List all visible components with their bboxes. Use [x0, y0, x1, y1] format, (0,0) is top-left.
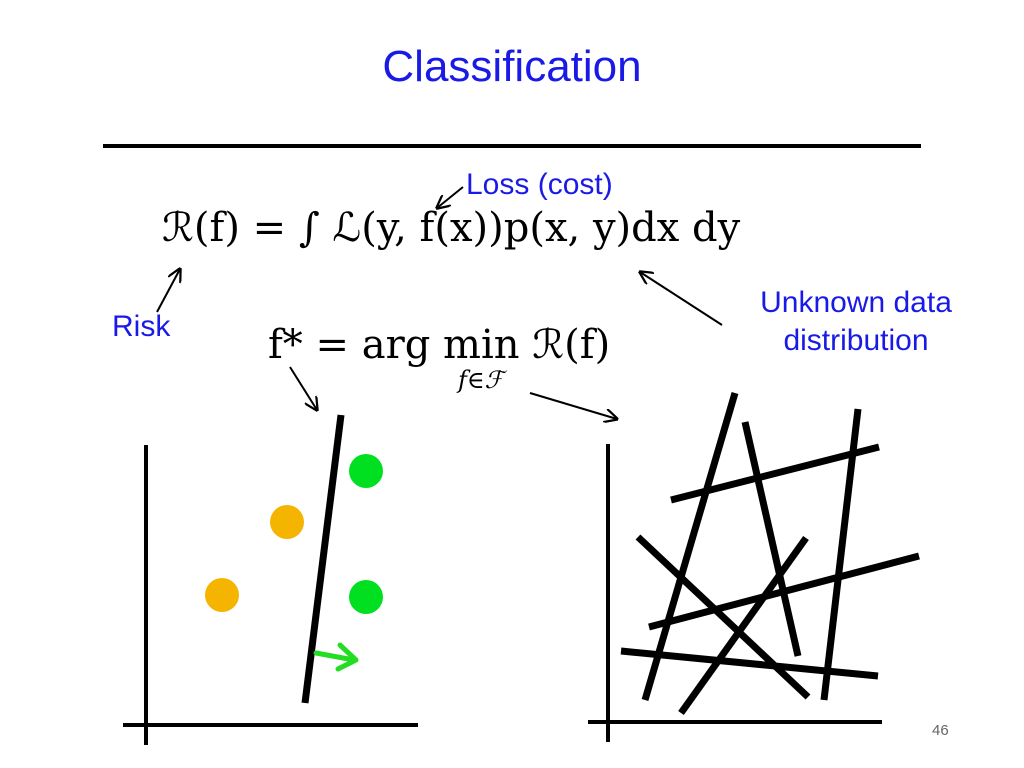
slide-title: Classification [382, 42, 642, 91]
class-b-point [349, 580, 383, 614]
normal-direction-arrow [313, 642, 359, 672]
loss-arrow [437, 186, 464, 208]
data-distribution-line1: Unknown data [760, 286, 952, 319]
candidate-line [620, 647, 879, 680]
candidate-line [641, 392, 739, 701]
title-underline [103, 144, 921, 148]
candidate-line [635, 534, 811, 700]
optimal-to-boundary-arrow [289, 366, 317, 410]
candidate-line [670, 443, 880, 504]
function-class-arrow [529, 392, 617, 419]
candidate-line [741, 421, 802, 657]
data-distribution-line2: distribution [783, 323, 929, 357]
decision-boundary [301, 414, 345, 704]
class-a-point [270, 505, 304, 539]
loss-label: Loss (cost) [466, 168, 613, 201]
page-number: 46 [932, 722, 949, 739]
candidate-line [648, 552, 920, 631]
risk-equation: ℛ(f) = ∫ ℒ(y, f(x))p(x, y)dx dy [162, 205, 741, 251]
candidate-line [820, 408, 862, 701]
candidate-line [678, 535, 809, 716]
argmin-subscript: f∈ℱ [458, 366, 504, 394]
left-classification-plot [123, 414, 418, 745]
right-function-class-plot [588, 392, 920, 742]
data-distribution-label: Unknown data distribution [736, 284, 976, 359]
optimal-function-equation: f* = arg min ℛ(f) [268, 322, 611, 368]
data-distribution-arrow [640, 272, 723, 326]
risk-arrow [156, 269, 180, 313]
class-b-point [349, 454, 383, 488]
class-a-point [205, 578, 239, 612]
risk-label: Risk [112, 310, 171, 343]
